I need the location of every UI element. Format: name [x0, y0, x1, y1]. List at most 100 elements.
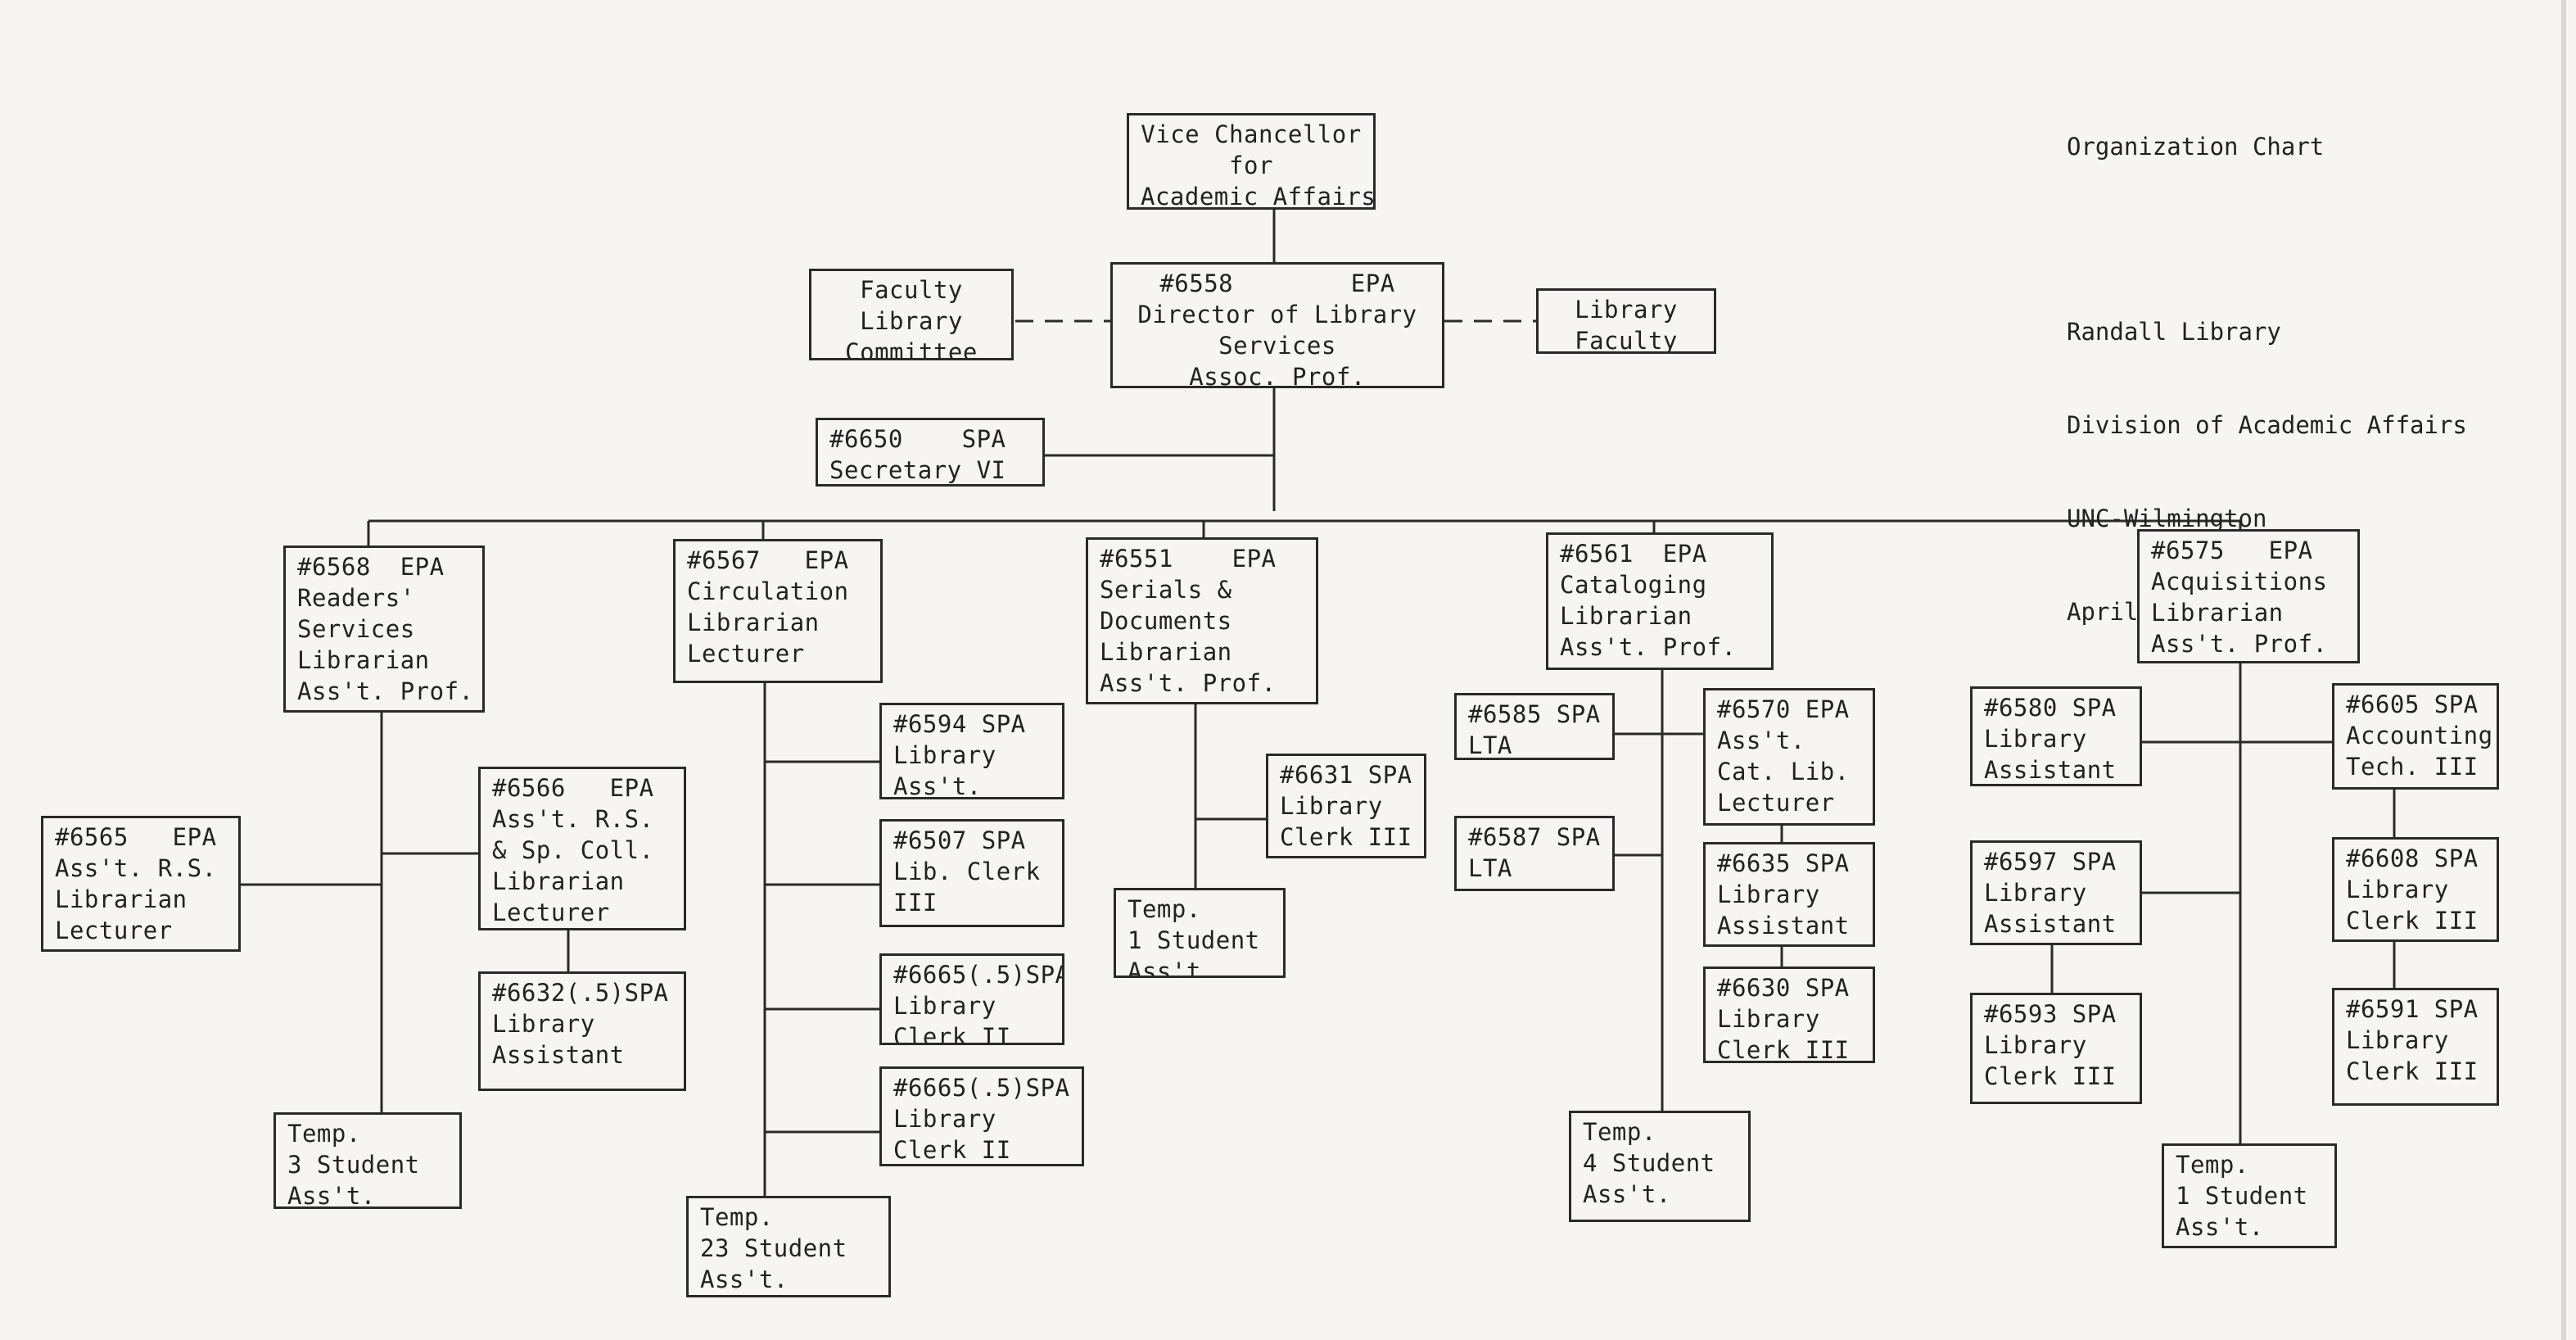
- chart-caption: Organization Chart Randall Library Divis…: [2067, 69, 2467, 690]
- org-box-line: Librarian: [2151, 599, 2284, 627]
- org-box-line: Ass't. Prof.: [1560, 633, 1737, 661]
- org-box-line: Accounting: [2346, 722, 2493, 749]
- org-box-line: Librarian: [1100, 638, 1232, 666]
- caption-line: UNC-Wilmington: [2067, 505, 2267, 532]
- org-box-line: #6593 SPA: [1984, 1000, 2117, 1028]
- org-box-line: Assistant: [1984, 910, 2117, 938]
- org-box-line: Ass't. Prof.: [2151, 630, 2328, 658]
- org-box-line: Clerk III: [2346, 1057, 2479, 1085]
- org-box-line: Faculty: [860, 276, 963, 304]
- org-box-line: Clerk III: [2346, 907, 2479, 935]
- caption-gap: [2067, 224, 2467, 254]
- org-box-line: Vice Chancellor: [1141, 120, 1362, 148]
- org-box-line: #6566 EPA: [492, 774, 654, 802]
- org-box-line: #6665(.5)SPA: [893, 1074, 1070, 1102]
- org-box-line: #6635 SPA: [1717, 849, 1850, 877]
- org-box-line: Ass't. Prof.: [297, 677, 474, 705]
- caption-line: Randall Library: [2067, 318, 2281, 346]
- org-box-line: Services: [1218, 332, 1336, 360]
- org-box-line: LTA: [1468, 731, 1512, 759]
- org-box-line: Director of Library: [1137, 301, 1417, 328]
- org-box-line: Library: [2346, 876, 2449, 903]
- org-box-line: Library: [1717, 881, 1820, 908]
- org-box-line: #6650 SPA: [829, 425, 1006, 453]
- org-box-line: Lecturer: [687, 640, 805, 668]
- org-box-line: Library: [893, 741, 997, 769]
- org-box-line: Ass't. Prof.: [1100, 669, 1277, 697]
- org-box-line: #6575 EPA: [2151, 536, 2313, 564]
- org-box-line: Library: [2346, 1026, 2449, 1054]
- org-box-line: #6570 EPA: [1717, 695, 1850, 723]
- caption-line: Division of Academic Affairs: [2067, 411, 2467, 439]
- org-box-line: 23 Student: [700, 1234, 847, 1262]
- org-box-line: Secretary VI: [829, 456, 1006, 484]
- org-box-line: Lib. Clerk: [893, 858, 1041, 885]
- org-box-line: Ass't.: [287, 1182, 376, 1209]
- org-box-line: Committee: [845, 338, 978, 360]
- org-box-line: #6567 EPA: [687, 546, 849, 574]
- org-box-line: #6591 SPA: [2346, 995, 2479, 1023]
- org-box-line: #6587 SPA: [1468, 823, 1601, 851]
- org-box-line: 1 Student: [1128, 926, 1260, 954]
- org-box-line: #6585 SPA: [1468, 700, 1601, 728]
- org-box-line: Serials &: [1100, 576, 1232, 604]
- org-box-line: 3 Student: [287, 1151, 420, 1179]
- org-box-line: Library: [492, 1010, 595, 1038]
- org-box-line: Ass't.: [1717, 727, 1805, 754]
- org-box-line: Library: [1717, 1005, 1820, 1033]
- org-box-line: Clerk II: [893, 1136, 1011, 1164]
- org-box-line: Librarian: [1560, 602, 1692, 630]
- org-box-line: Services: [297, 615, 415, 643]
- org-box-cat-6585: #6585 SPA LTA: [1454, 693, 1615, 760]
- org-box-line: #6507 SPA: [893, 826, 1026, 854]
- org-box-line: Library: [860, 307, 963, 335]
- org-box-line: Library: [1575, 296, 1678, 324]
- org-box-line: Temp.: [1128, 895, 1201, 923]
- org-box-line: Library: [1280, 792, 1383, 820]
- org-box-line: Temp.: [700, 1203, 774, 1231]
- org-box-line: #6551 EPA: [1100, 545, 1277, 573]
- org-box-line: Academic Affairs: [1141, 183, 1376, 210]
- org-box-line: Lecturer: [1717, 789, 1835, 817]
- org-box-line: Temp.: [1583, 1118, 1656, 1146]
- org-box-line: Ass't.: [2176, 1213, 2264, 1241]
- org-box-line: Librarian: [55, 885, 188, 913]
- org-box-line: #6561 EPA: [1560, 540, 1707, 568]
- org-box-line: #6665(.5)SPA: [893, 961, 1064, 989]
- org-box-line: Librarian: [492, 867, 625, 895]
- org-box-line: LTA: [1468, 854, 1512, 882]
- org-box-line: #6568 EPA: [297, 553, 445, 581]
- org-box-line: Assistant: [492, 1041, 625, 1069]
- org-box-line: #6558 EPA: [1159, 269, 1395, 297]
- org-box-line: #6608 SPA: [2346, 844, 2479, 872]
- org-box-line: Faculty: [1575, 327, 1678, 354]
- org-box-line: Library: [1984, 725, 2087, 753]
- org-box-line: Clerk III: [1717, 1036, 1850, 1063]
- org-box-line: Ass't.: [700, 1265, 789, 1293]
- org-box-line: Circulation: [687, 577, 849, 605]
- caption-title: Organization Chart: [2067, 133, 2325, 161]
